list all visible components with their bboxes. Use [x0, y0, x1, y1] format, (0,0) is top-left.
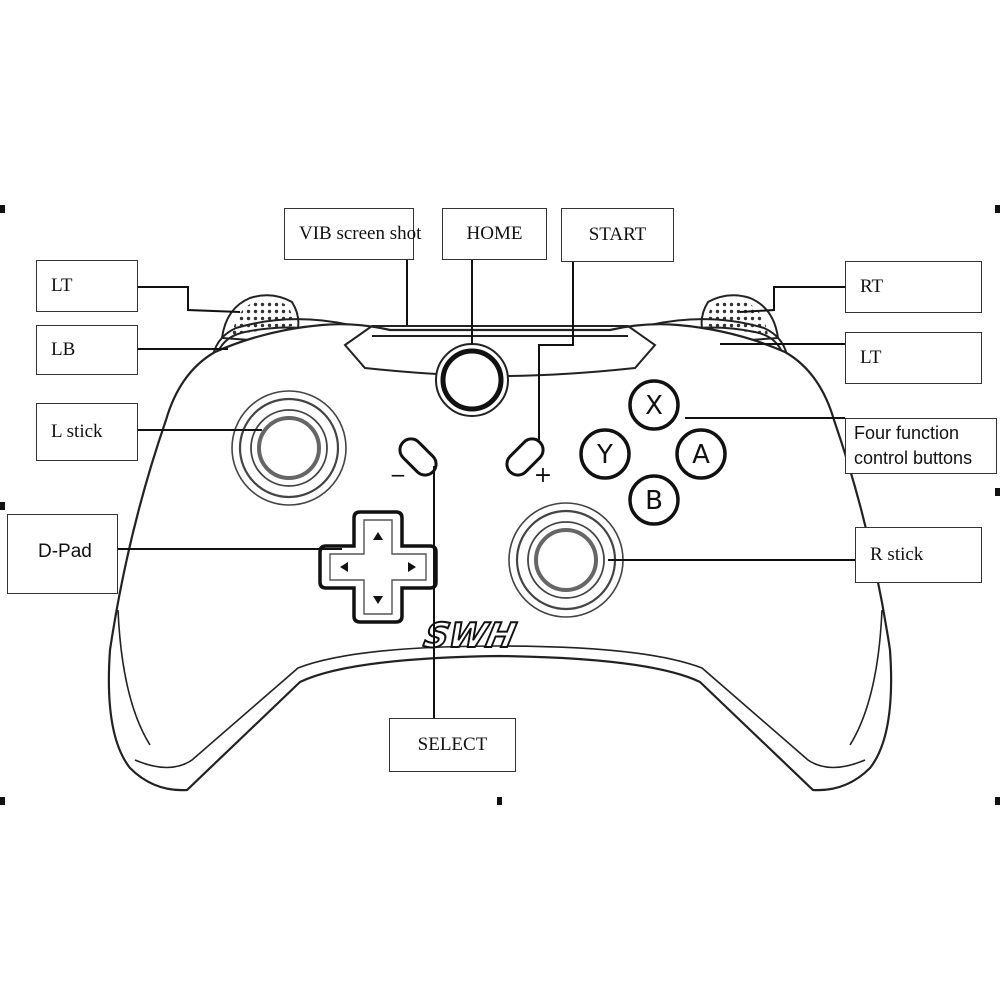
right-trigger [700, 294, 780, 342]
grip-lines [117, 609, 883, 769]
leader-lt-left [138, 286, 241, 313]
d-pad[interactable] [318, 510, 438, 624]
left-stick[interactable] [231, 390, 347, 506]
r-stick-text: R stick [870, 544, 924, 565]
l-stick-label: L stick [36, 403, 138, 461]
frame-marks [0, 205, 1000, 805]
y-button-label: Y [596, 440, 613, 470]
face-buttons[interactable] [579, 379, 727, 526]
function-line-1: Four function [854, 423, 960, 443]
rt-text: RT [860, 276, 884, 297]
b-button-shape [628, 474, 680, 526]
start-label: START [561, 208, 674, 262]
x-button-label: X [645, 391, 663, 421]
lt-right-text: LT [860, 347, 882, 368]
a-button-label: A [692, 440, 710, 470]
left-trigger [220, 294, 300, 342]
plus-symbol: + [534, 463, 552, 488]
dpad-up-arrow [373, 532, 383, 540]
d-pad-text: D-Pad [38, 541, 92, 562]
dpad-left-arrow [340, 562, 348, 572]
lt-left-label: LT [36, 260, 138, 312]
dpad-right-arrow [408, 562, 416, 572]
function-buttons-label: Four function control buttons [845, 418, 997, 474]
r-stick-label: R stick [855, 527, 982, 583]
b-button-label: B [645, 486, 663, 516]
lt-right-label: LT [845, 332, 982, 384]
start-text: START [588, 224, 647, 245]
y-button-shape [579, 428, 631, 480]
leader-rt [739, 286, 845, 313]
lb-text: LB [51, 339, 76, 360]
a-button-shape [675, 428, 727, 480]
select-label: SELECT [389, 718, 516, 772]
home-button-shape[interactable] [435, 343, 509, 417]
lb-label: LB [36, 325, 138, 375]
leader-lines [118, 260, 855, 718]
rt-label: RT [845, 261, 982, 313]
function-line-2: control buttons [854, 448, 973, 468]
minus-symbol: − [390, 463, 407, 487]
home-text: HOME [466, 223, 523, 244]
leader-start [538, 262, 574, 440]
lt-left-text: LT [51, 275, 73, 296]
d-pad-label: D-Pad [7, 514, 118, 594]
start-button-shape[interactable] [502, 434, 547, 479]
brand-logo: SWH [420, 616, 519, 656]
vib-label: VIB screen shot [284, 208, 421, 260]
l-stick-text: L stick [51, 421, 103, 442]
dpad-down-arrow [373, 596, 383, 604]
x-button-shape [628, 379, 680, 431]
select-text: SELECT [417, 734, 488, 755]
select-button-shape[interactable] [395, 434, 440, 479]
home-label: HOME [442, 208, 547, 260]
vib-text: VIB screen shot [299, 223, 422, 244]
